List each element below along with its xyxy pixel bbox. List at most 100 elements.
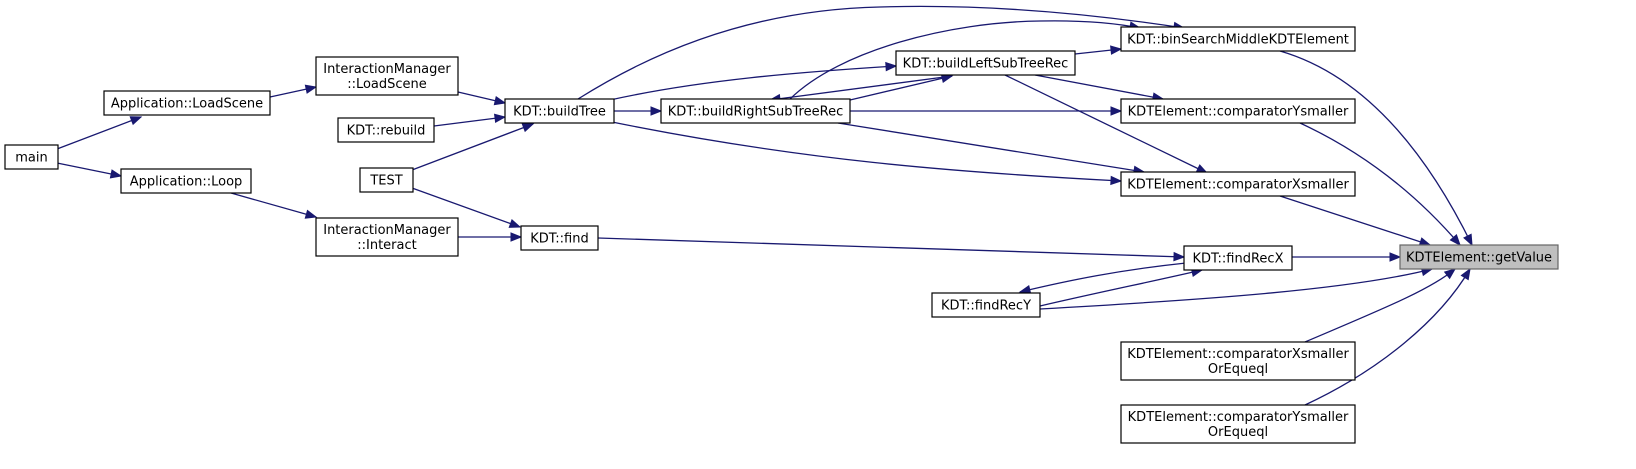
- node-label: main: [15, 151, 47, 166]
- node-label: KDT::findRecY: [941, 299, 1031, 314]
- edge-kdt-buildtree-to-kdtelement-comparatorxsmaller: [611, 121, 1123, 186]
- node-label: KDT::buildRightSubTreeRec: [668, 105, 843, 120]
- node-label: KDT::rebuild: [347, 124, 426, 139]
- edge-line: [56, 116, 142, 150]
- edge-test-to-kdt-buildtree: [411, 123, 535, 171]
- edge-kdt-buildrightsubtreerec-to-kdtelement-comparatorxsmaller: [837, 122, 1146, 176]
- node-kdt-rebuild[interactable]: KDT::rebuild: [337, 117, 435, 143]
- edge-kdt-buildleftsubtreerec-to-kdt-binsearchmiddlekdtelement: [1074, 45, 1123, 55]
- edge-line: [1039, 269, 1203, 307]
- edge-line: [411, 187, 521, 228]
- arrowhead-icon: [1110, 175, 1123, 186]
- node-im-interact[interactable]: InteractionManager::Interact: [315, 217, 459, 257]
- edge-kdt-findrecy-to-kdtelement-getvalue: [1039, 266, 1434, 310]
- edge-line: [769, 75, 953, 101]
- edge-line: [609, 65, 897, 101]
- node-kdt-buildtree[interactable]: KDT::buildTree: [504, 98, 615, 124]
- node-test[interactable]: TEST: [359, 167, 414, 193]
- arrowhead-icon: [304, 84, 318, 94]
- arrowhead-icon: [1463, 233, 1473, 247]
- arrowhead-icon: [650, 106, 663, 116]
- arrowhead-icon: [493, 113, 507, 124]
- node-label: ::LoadScene: [347, 77, 427, 92]
- node-box: [359, 167, 414, 193]
- node-label: Application::Loop: [130, 175, 243, 190]
- edge-line: [411, 123, 534, 171]
- call-edges: [56, 5, 1473, 406]
- node-kdt-find[interactable]: KDT::find: [520, 225, 599, 251]
- edge-kdtelement-comparatorxsmallerorequeql-to-kdtelement-getvalue: [1304, 268, 1457, 343]
- call-graph-nodes: main Application::LoadSceneApplication::L…: [4, 26, 1559, 444]
- edge-line: [1304, 268, 1471, 406]
- edge-line: [1034, 74, 1164, 100]
- node-box: [520, 225, 599, 251]
- node-label: Application::LoadScene: [111, 97, 263, 112]
- edge-line: [1004, 74, 1208, 174]
- edge-kdt-binsearchmiddlekdtelement-to-kdtelement-getvalue: [1279, 50, 1473, 247]
- edge-line: [837, 122, 1145, 173]
- node-box: [1120, 341, 1356, 381]
- edge-line: [597, 237, 1185, 258]
- edge-line: [56, 162, 122, 177]
- node-im-loadscene[interactable]: InteractionManager::LoadScene: [315, 56, 459, 96]
- node-box: [504, 98, 615, 124]
- arrowhead-icon: [1110, 106, 1123, 116]
- node-kdte-cmpy[interactable]: KDTElement::comparatorYsmaller: [1120, 98, 1356, 124]
- edge-kdt-buildrightsubtreerec-to-kdtelement-comparatorysmaller: [850, 106, 1123, 116]
- node-label: OrEqueql: [1208, 362, 1268, 377]
- node-box: [315, 56, 459, 96]
- node-box: [315, 217, 459, 257]
- node-kdt-findrecy[interactable]: KDT::findRecY: [931, 292, 1041, 318]
- arrowhead-icon: [885, 61, 898, 72]
- arrowhead-icon: [521, 123, 535, 133]
- edge-line: [433, 116, 506, 127]
- node-box: [931, 292, 1041, 318]
- node-box: [660, 98, 851, 124]
- edge-line: [1039, 268, 1433, 310]
- node-label: KDTElement::comparatorXsmaller: [1127, 347, 1349, 362]
- edge-line: [577, 5, 1185, 100]
- arrowhead-icon: [1443, 268, 1457, 280]
- node-app-loop[interactable]: Application::Loop: [120, 168, 252, 194]
- arrowhead-icon: [493, 95, 507, 106]
- arrowhead-icon: [109, 169, 123, 179]
- node-label: KDT::find: [530, 232, 589, 247]
- node-kdte-getvalue[interactable]: KDTElement::getValue: [1399, 244, 1559, 270]
- edge-line: [1279, 195, 1431, 246]
- node-box: [1120, 404, 1356, 444]
- node-box: [103, 90, 271, 116]
- arrowhead-icon: [510, 232, 523, 242]
- node-main[interactable]: main: [4, 144, 59, 170]
- edge-line: [611, 121, 1122, 182]
- node-kdte-cmpx[interactable]: KDTElement::comparatorXsmaller: [1120, 171, 1356, 197]
- node-box: [1120, 98, 1356, 124]
- arrowhead-icon: [129, 116, 143, 126]
- edge-interactionmanager-loadscene-to-kdt-buildtree: [457, 91, 507, 106]
- node-label: KDT::binSearchMiddleKDTElement: [1127, 33, 1349, 48]
- node-label: KDTElement::comparatorXsmaller: [1127, 178, 1349, 193]
- edge-line: [849, 75, 953, 101]
- arrowhead-icon: [304, 209, 318, 219]
- edge-line: [1019, 262, 1187, 293]
- node-label: KDTElement::comparatorYsmaller: [1128, 410, 1349, 425]
- node-box: [1120, 171, 1356, 197]
- node-kdt-binsearch[interactable]: KDT::binSearchMiddleKDTElement: [1120, 26, 1356, 52]
- node-kdt-buildright[interactable]: KDT::buildRightSubTreeRec: [660, 98, 851, 124]
- edge-line: [230, 192, 317, 218]
- node-box: [4, 144, 59, 170]
- edge-line: [1304, 268, 1456, 343]
- edge-kdt-buildleftsubtreerec-to-kdtelement-comparatorxsmaller: [1004, 74, 1209, 174]
- node-box: [120, 168, 252, 194]
- edge-kdt-findrecx-to-kdtelement-getvalue: [1292, 252, 1402, 262]
- edge-kdt-buildtree-to-kdt-buildleftsubtreerec: [609, 61, 898, 101]
- node-app-loadscene[interactable]: Application::LoadScene: [103, 90, 271, 116]
- node-kdt-findrecx[interactable]: KDT::findRecX: [1183, 245, 1293, 271]
- node-label: ::Interact: [357, 238, 416, 253]
- edge-main-to-application-loadscene: [56, 116, 143, 150]
- node-kdt-buildleft[interactable]: KDT::buildLeftSubTreeRec: [895, 50, 1076, 76]
- node-label: KDTElement::comparatorYsmaller: [1128, 105, 1349, 120]
- edge-kdt-rebuild-to-kdt-buildtree: [433, 113, 507, 127]
